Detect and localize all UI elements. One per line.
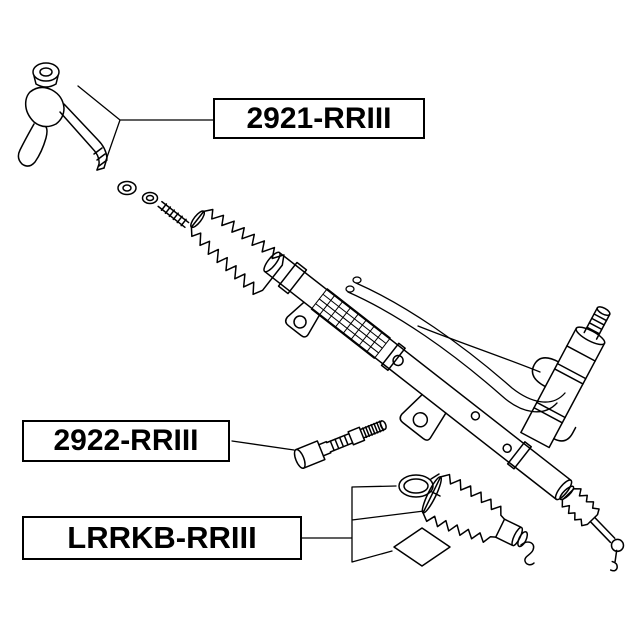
part-label-lrrkb: LRRKB-RRIII <box>22 516 302 560</box>
callout-lines <box>77 85 425 563</box>
hydraulic-pipes-drawing <box>345 276 566 413</box>
callout-lrrkb <box>301 485 425 563</box>
tie-rod-end-drawing <box>17 62 108 171</box>
nut-and-washer-drawing <box>117 180 159 205</box>
boot-kit-drawing <box>393 473 535 567</box>
boot-clip-drawing <box>520 541 535 566</box>
callout-2921 <box>77 85 214 161</box>
part-label-2921: 2921-RRIII <box>213 98 425 139</box>
steering-rack-drawing <box>263 251 573 501</box>
boot-clamp-ring-drawing <box>398 473 441 498</box>
part-number-inner-tie-rod: 2922-RRIII <box>53 424 199 457</box>
rack-boot-left-drawing <box>190 208 285 296</box>
inner-tie-rod-drawing <box>293 420 387 470</box>
valve-unit-drawing <box>520 306 611 449</box>
part-number-tie-rod-end: 2921-RRIII <box>246 101 392 135</box>
part-number-boot-kit: LRRKB-RRIII <box>67 520 257 555</box>
part-label-2922: 2922-RRIII <box>22 420 230 462</box>
callout-2922 <box>231 440 295 451</box>
grease-pack-drawing <box>393 527 451 567</box>
right-tie-rod-drawing <box>559 485 625 572</box>
threaded-rod-drawing <box>157 200 190 229</box>
boot-bellows-drawing <box>421 473 529 548</box>
